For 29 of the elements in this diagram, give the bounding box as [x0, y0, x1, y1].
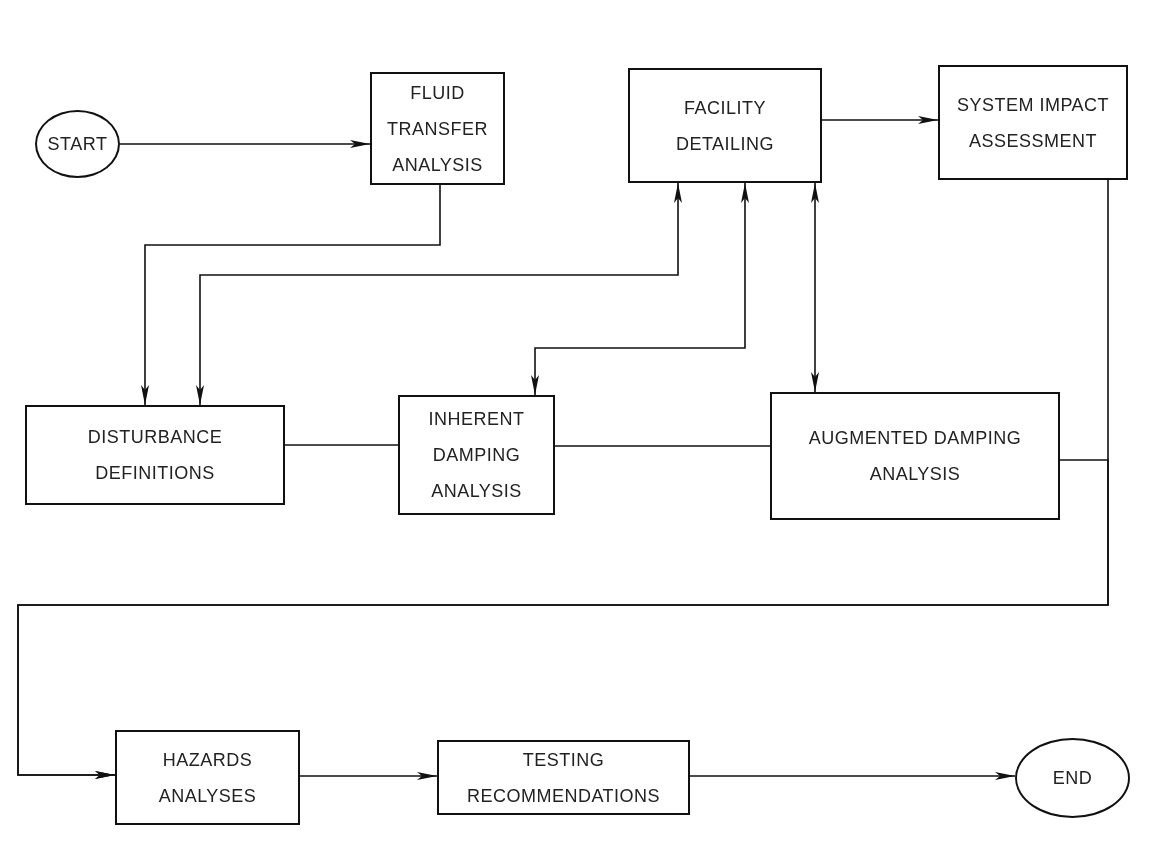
process-box — [115, 730, 300, 825]
node-label: TESTING RECOMMENDATIONS — [465, 748, 662, 808]
node-label: INHERENT DAMPING ANALYSIS — [427, 408, 526, 503]
node-label: FACILITY DETAILING — [674, 96, 776, 156]
connector-line — [284, 444, 399, 446]
node-label: SYSTEM IMPACT ASSESSMENT — [955, 93, 1111, 153]
node-label: AUGMENTED DAMPING ANALYSIS — [807, 427, 1023, 486]
node-label: DISTURBANCE DEFINITIONS — [86, 426, 224, 485]
process-box — [770, 392, 1060, 520]
process-box — [25, 405, 285, 505]
node-label: END — [1051, 767, 1094, 790]
arrow — [196, 182, 682, 406]
node-label: START — [46, 133, 109, 156]
process-box — [370, 72, 505, 185]
arrow — [689, 772, 1016, 780]
arrow — [17, 459, 1109, 779]
process-box — [398, 395, 555, 515]
arrow — [531, 182, 749, 396]
arrow — [821, 116, 939, 124]
node-label: FLUID TRANSFER ANALYSIS — [386, 81, 489, 177]
arrow — [141, 184, 441, 406]
process-box — [628, 68, 822, 183]
arrow — [299, 772, 438, 780]
process-box — [437, 740, 690, 815]
arrow — [119, 140, 371, 148]
process-box — [938, 65, 1128, 180]
node-label: HAZARDS ANALYSES — [157, 748, 258, 808]
connector-line — [554, 445, 771, 447]
arrow — [811, 182, 819, 393]
